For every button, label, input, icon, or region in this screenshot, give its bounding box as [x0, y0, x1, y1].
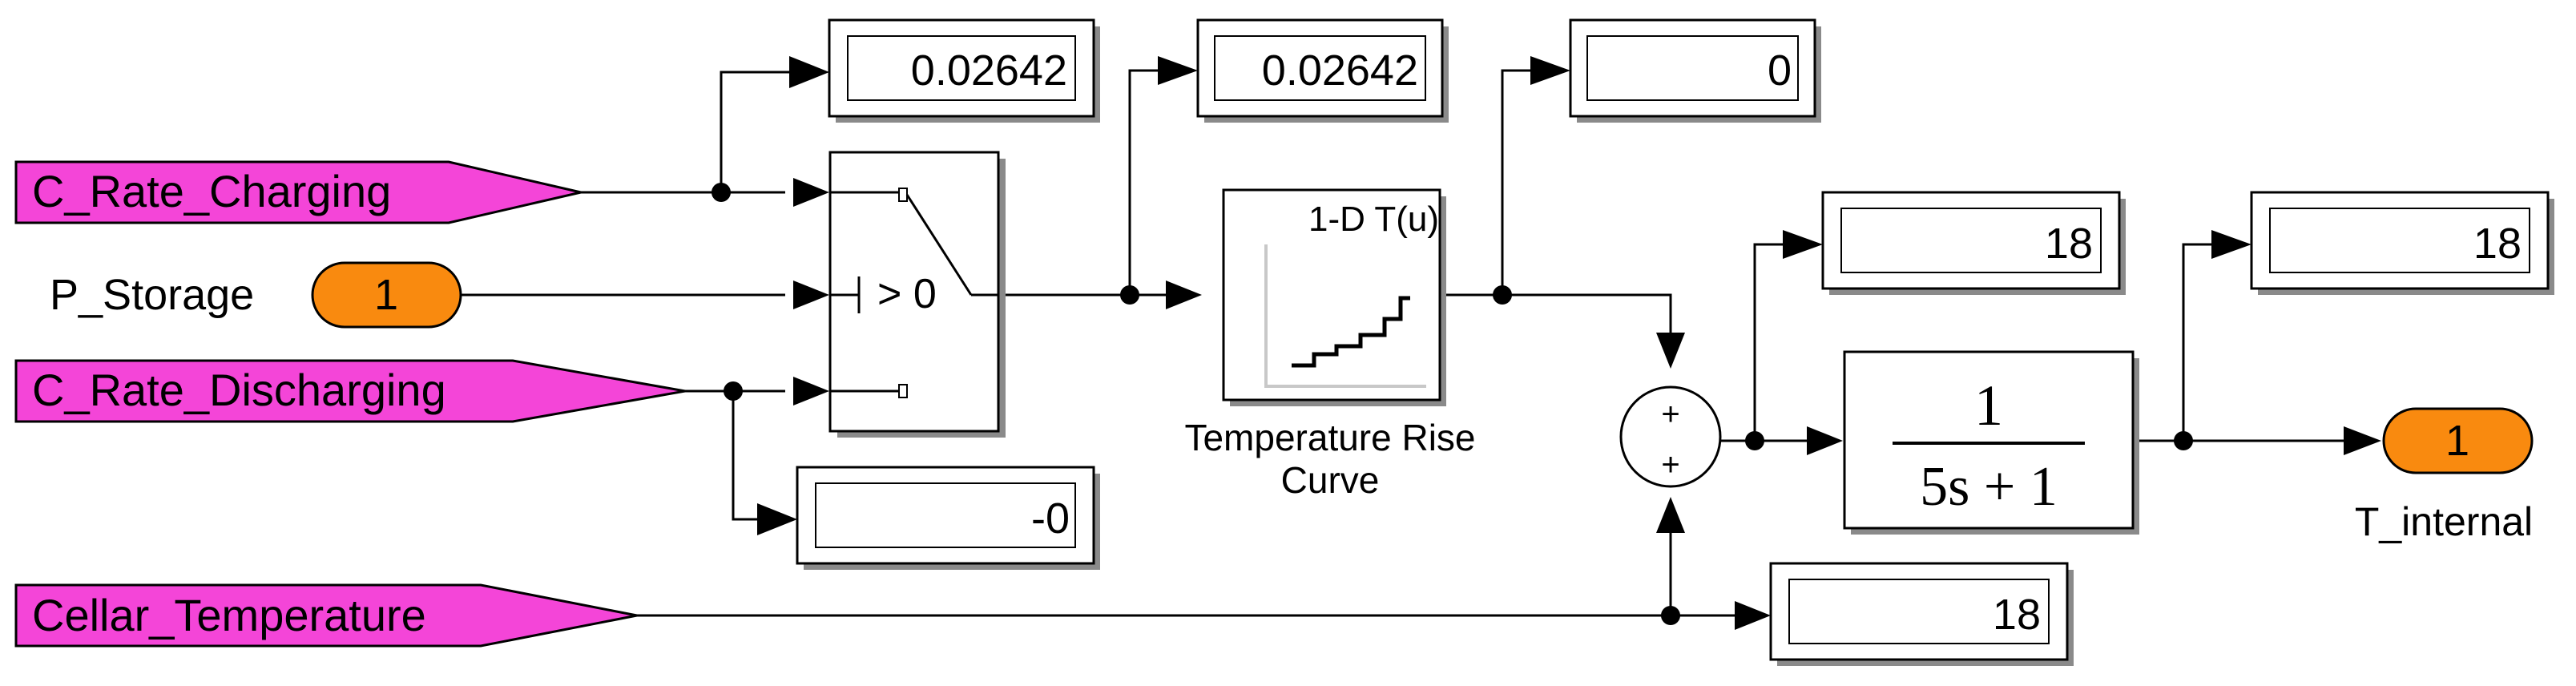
wire-sum-branch	[1753, 243, 1783, 441]
arrow-disp-sum	[1783, 230, 1823, 259]
inport-c-rate-discharging-label: C_Rate_Discharging	[32, 365, 446, 415]
display-charging-value: 0.02642	[911, 46, 1067, 95]
display-discharging-value: -0	[1031, 494, 1070, 543]
display-cellar[interactable]: 18	[1769, 562, 2074, 666]
display-discharging[interactable]: -0	[796, 466, 1100, 570]
display-cellar-value: 18	[1993, 591, 2041, 639]
junction-charging	[712, 183, 731, 202]
arrow-sum-bottom	[1656, 497, 1685, 533]
inport-c-rate-discharging[interactable]: C_Rate_Discharging	[14, 359, 686, 423]
constant-p-storage[interactable]: 1	[311, 261, 462, 329]
inport-cellar-temperature-label: Cellar_Temperature	[32, 590, 426, 640]
switch-toggle	[905, 194, 973, 296]
wire-charging-branch	[720, 71, 789, 192]
arrow-switch-in1	[793, 178, 829, 207]
tf-denominator: 5s + 1	[1920, 456, 2058, 518]
display-lookup-out-value: 0	[1768, 46, 1792, 95]
lookup-title: 1-D T(u)	[1308, 200, 1439, 239]
junction-lookup-out	[1493, 285, 1512, 305]
transfer-fcn-block[interactable]: 1 5s + 1	[1843, 350, 2139, 535]
inport-c-rate-charging[interactable]: C_Rate_Charging	[14, 160, 582, 224]
arrow-outport	[2344, 426, 2381, 455]
display-sum-out[interactable]: 18	[1821, 191, 2126, 295]
outport-label: T_internal	[2355, 499, 2533, 544]
arrow-tf-in	[1807, 426, 1843, 455]
arrow-disp-tf	[2211, 230, 2251, 259]
wire-tf-branch	[2182, 243, 2211, 441]
sum-sign-bottom: +	[1661, 447, 1679, 482]
lookup-table-block[interactable]: 1-D T(u)	[1222, 188, 1446, 406]
inport-cellar-temperature[interactable]: Cellar_Temperature	[14, 583, 638, 648]
wire-switch-branch	[1128, 69, 1158, 295]
wire-discharging-branch	[732, 391, 757, 521]
arrow-switch-in2	[793, 280, 829, 309]
junction-dots	[712, 183, 2193, 625]
display-charging[interactable]: 0.02642	[828, 18, 1100, 123]
display-sum-out-value: 18	[2045, 220, 2093, 268]
wire-lookup-out	[1446, 293, 1672, 333]
wire-lookup-branch	[1501, 69, 1530, 295]
sum-sign-top: +	[1661, 397, 1679, 432]
junction-tf-out	[2174, 431, 2193, 450]
switch-block[interactable]: > 0	[828, 151, 1006, 438]
outport-value: 1	[2445, 417, 2469, 465]
display-tf-out-value: 18	[2473, 220, 2522, 268]
arrow-disp-charging	[789, 56, 829, 88]
junction-discharging	[724, 381, 743, 401]
outport-t-internal[interactable]: 1	[2382, 407, 2534, 474]
arrow-sum-top	[1656, 333, 1685, 369]
arrow-lookup-in	[1166, 280, 1202, 309]
tf-numerator: 1	[1974, 373, 2003, 438]
arrow-disp-discharging	[757, 503, 797, 535]
arrow-disp-lookup	[1530, 56, 1570, 85]
arrow-disp-cellar	[1735, 601, 1771, 630]
lookup-axes	[1264, 244, 1426, 388]
constant-value: 1	[374, 271, 398, 319]
arrow-disp-switch	[1158, 56, 1198, 85]
junction-switch-out	[1120, 285, 1139, 305]
lookup-stair-curve	[1292, 296, 1410, 368]
inport-c-rate-charging-label: C_Rate_Charging	[32, 166, 391, 216]
display-tf-out[interactable]: 18	[2250, 191, 2554, 295]
junction-cellar	[1661, 606, 1680, 625]
sum-block[interactable]: + +	[1619, 385, 1722, 488]
switch-criteria: > 0	[877, 271, 937, 317]
display-lookup-out[interactable]: 0	[1569, 18, 1821, 123]
display-switch-out-value: 0.02642	[1262, 46, 1418, 95]
switch-port-bottom	[898, 384, 908, 398]
constant-label: P_Storage	[50, 271, 254, 319]
arrowheads	[757, 56, 2381, 630]
signal-lines	[461, 69, 2344, 617]
lookup-label-line1: Temperature Rise	[1184, 417, 1475, 458]
switch-port-top	[898, 188, 908, 202]
lookup-label-line2: Curve	[1281, 459, 1380, 501]
arrow-switch-in3	[793, 377, 829, 406]
junction-sum-out	[1745, 431, 1764, 450]
display-switch-out[interactable]: 0.02642	[1196, 18, 1449, 123]
